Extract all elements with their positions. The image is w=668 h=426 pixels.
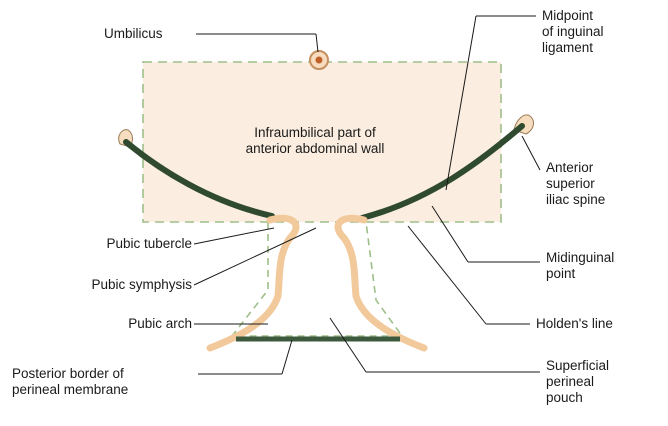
label-midinguinal-line1: Midinguinal (546, 250, 614, 266)
label-pouch-line3: pouch (546, 390, 609, 406)
label-infraumbilical-part: Infraumbilical part of anterior abdomina… (206, 125, 424, 157)
label-midpoint-line3: ligament (542, 40, 604, 56)
label-midpoint-line2: of inguinal (542, 24, 604, 40)
label-perineal-line2: perineal membrane (12, 382, 128, 398)
leader-superficial-pouch-diag (330, 318, 366, 372)
leader-umbilicus-drop (316, 34, 318, 52)
label-holdens-line: Holden's line (536, 316, 613, 332)
label-asis-line3: iliac spine (546, 192, 605, 208)
label-posterior-border-perineal-membrane: Posterior border of perineal membrane (12, 366, 128, 398)
label-midinguinal-point: Midinguinal point (546, 250, 614, 282)
leader-perineal-membrane-up (282, 340, 292, 374)
label-pouch-line2: perineal (546, 374, 609, 390)
label-midinguinal-line2: point (546, 266, 614, 282)
label-superficial-perineal-pouch: Superficial perineal pouch (546, 358, 609, 406)
label-anterior-superior-iliac-spine: Anterior superior iliac spine (546, 160, 605, 208)
label-pubic-symphysis: Pubic symphysis (10, 277, 192, 293)
left-pubic-ramus (210, 218, 296, 348)
label-pubic-tubercle: Pubic tubercle (10, 236, 192, 252)
label-infraumbilical-line1: Infraumbilical part of (206, 125, 424, 141)
label-perineal-line1: Posterior border of (12, 366, 128, 382)
label-midpoint-line1: Midpoint (542, 8, 604, 24)
label-pouch-line1: Superficial (546, 358, 609, 374)
label-asis-line1: Anterior (546, 160, 605, 176)
label-midpoint-inguinal-ligament: Midpoint of inguinal ligament (542, 8, 604, 56)
leader-pubic-symphysis (194, 228, 316, 285)
label-umbilicus: Umbilicus (104, 26, 163, 42)
leader-pubic-tubercle (194, 228, 274, 244)
right-pubic-ramus (338, 218, 424, 348)
label-pubic-arch: Pubic arch (10, 316, 192, 332)
label-asis-line2: superior (546, 176, 605, 192)
umbilicus-center (316, 57, 323, 64)
leader-asis (522, 136, 540, 170)
label-infraumbilical-line2: anterior abdominal wall (206, 141, 424, 157)
leader-holdens-diag (408, 226, 486, 324)
